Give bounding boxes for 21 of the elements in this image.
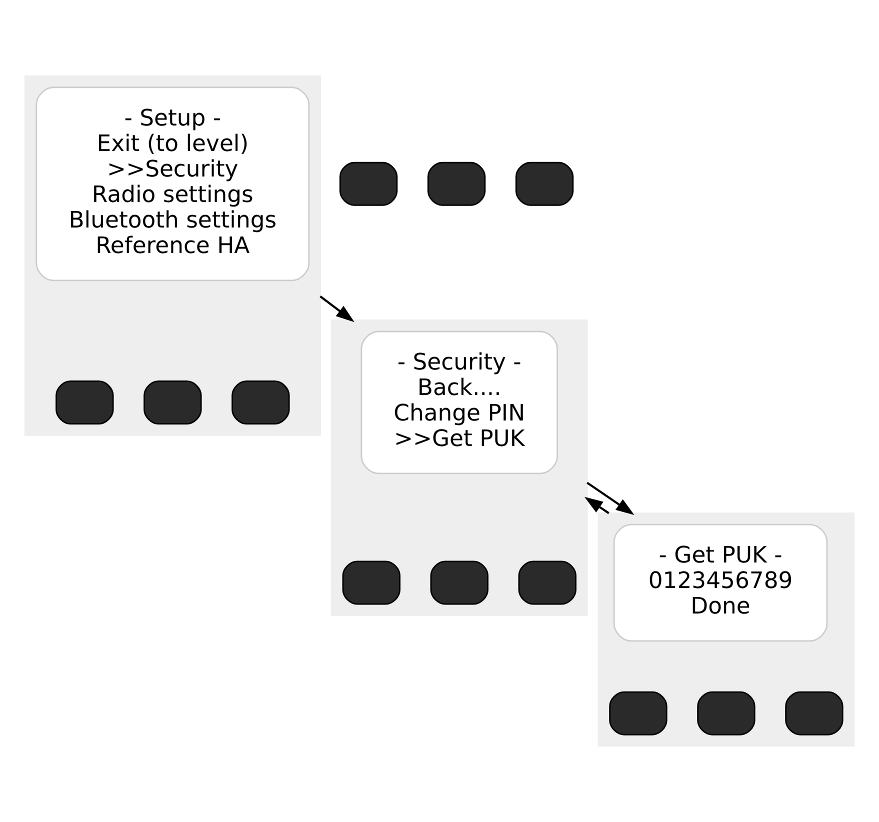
node-box	[342, 560, 400, 605]
node-box: - Setup - Exit (to level) >>Security Radio settings Bluetooth settings Reference HA	[36, 86, 310, 282]
node-box	[232, 380, 290, 424]
node-box	[427, 162, 486, 206]
node-box	[430, 560, 488, 605]
arrow	[586, 482, 634, 516]
cluster	[598, 512, 855, 747]
arrow	[584, 496, 610, 514]
node-box	[785, 691, 844, 736]
node-box: - Security - Back.... Change PIN >>Get PUK	[360, 330, 558, 474]
node-box	[56, 380, 114, 424]
node-box	[144, 380, 202, 424]
node-box	[339, 162, 398, 206]
arrow	[320, 296, 354, 322]
node-box: - Get PUK - 0123456789 Done	[613, 524, 828, 642]
node-box	[518, 560, 576, 605]
node-box	[697, 691, 756, 736]
node-box	[515, 162, 574, 206]
node-box	[609, 691, 668, 736]
cluster	[24, 75, 321, 436]
cluster	[330, 319, 588, 616]
